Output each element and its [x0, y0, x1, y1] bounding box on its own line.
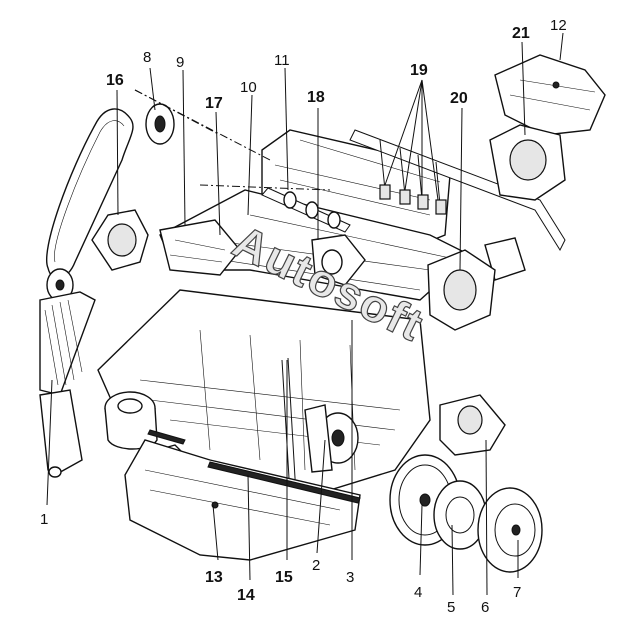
clutch-disc [433, 480, 487, 550]
callout-6: 6 [481, 599, 489, 616]
pan-gasket [147, 429, 361, 504]
fuel-pump-cover [494, 54, 606, 136]
callout-5: 5 [447, 599, 455, 616]
pressure-plate [477, 487, 543, 573]
callout-10: 10 [240, 79, 257, 96]
crankshaft-pulley [304, 404, 359, 473]
leader-lines [46, 32, 564, 596]
oil-pan [124, 439, 361, 561]
callout-2: 2 [312, 557, 320, 574]
callout-19: 19 [410, 62, 428, 79]
dipstick-tube [281, 357, 297, 496]
callout-4: 4 [414, 584, 422, 601]
callout-3: 3 [346, 569, 354, 586]
starter-motor [439, 394, 506, 456]
callout-11: 11 [274, 52, 290, 69]
tensioner-pulley [91, 209, 149, 271]
crank-sprocket [46, 268, 74, 302]
callout-17: 17 [205, 95, 223, 112]
callout-18: 18 [307, 89, 325, 106]
callout-1: 1 [40, 511, 48, 528]
camshaft [261, 187, 351, 233]
camshaft-sprocket [145, 103, 175, 145]
callout-9: 9 [176, 54, 184, 71]
timing-belt [46, 108, 134, 280]
callouts: 1 2 3 4 5 6 7 8 9 10 11 12 13 14 15 16 1… [40, 17, 567, 616]
callout-21: 21 [512, 25, 530, 42]
callout-14: 14 [237, 587, 255, 604]
injector-lines [349, 129, 566, 252]
callout-12: 12 [550, 17, 567, 34]
callout-13: 13 [205, 569, 223, 586]
guide-rail [39, 389, 83, 478]
injection-pump [489, 124, 566, 201]
timing-chain [39, 291, 96, 396]
callout-7: 7 [513, 584, 521, 601]
callout-16: 16 [106, 72, 124, 89]
callout-20: 20 [450, 90, 468, 107]
callout-8: 8 [143, 49, 151, 66]
oil-filter [104, 391, 158, 450]
callout-15: 15 [275, 569, 293, 586]
reference-lines [134, 89, 331, 191]
water-pump [427, 249, 496, 331]
thermostat-housing [311, 234, 366, 286]
